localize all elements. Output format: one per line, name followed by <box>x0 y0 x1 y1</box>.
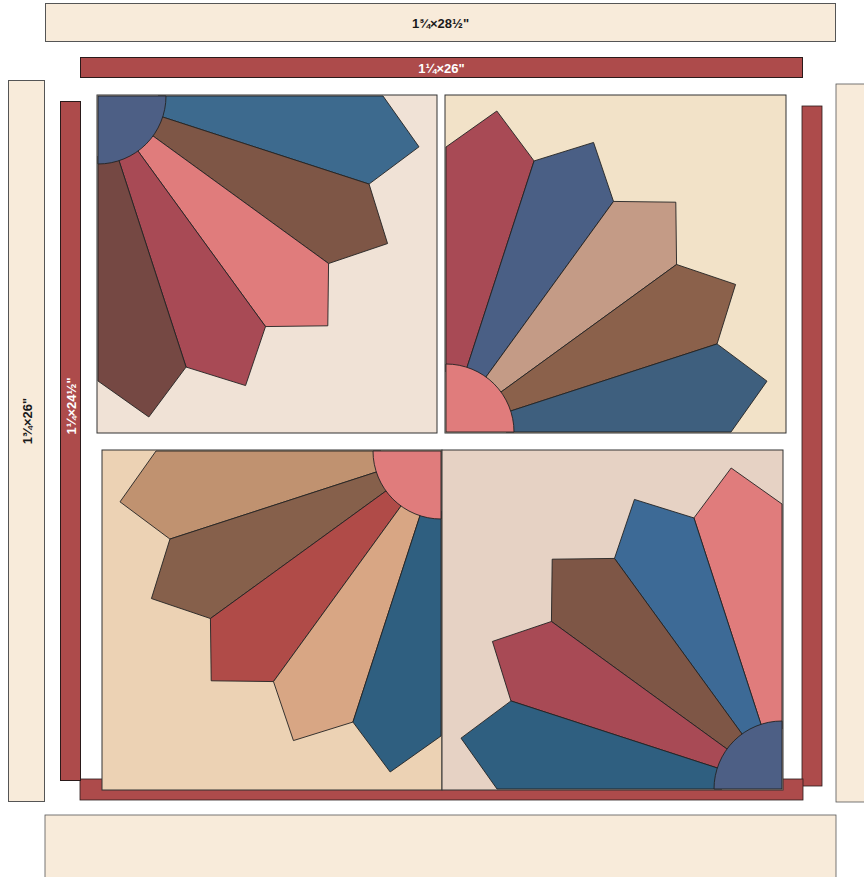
fan <box>120 451 441 772</box>
fan-blade <box>503 344 767 432</box>
quilt-block <box>97 95 437 433</box>
fan-blade <box>461 701 725 789</box>
fan-center <box>373 451 441 519</box>
fan <box>98 96 419 417</box>
inner-border-strip: 1¼×26" <box>80 57 803 78</box>
quilt-block <box>442 450 783 790</box>
quilt-block <box>445 95 786 433</box>
fan-center <box>446 364 514 432</box>
fan <box>461 468 782 789</box>
fan-blade <box>353 508 441 772</box>
inner-border-strip <box>802 106 822 786</box>
fan-center <box>98 96 166 164</box>
dimension-label: 1¼×24½" <box>64 377 77 434</box>
quilt-block <box>102 450 442 790</box>
outer-border-strip <box>836 84 864 802</box>
dimension-label: 1¼×26" <box>418 61 464 74</box>
dimension-label: 1¾×26" <box>20 398 33 444</box>
outer-border-strip <box>45 815 836 877</box>
fan-center <box>714 721 782 789</box>
fan <box>446 111 767 432</box>
inner-border-strip: 1¼×24½" <box>60 101 81 781</box>
outer-border-strip: 1¾×26" <box>8 80 45 802</box>
outer-border-strip: 1¾×28½" <box>45 3 836 42</box>
fan-blade <box>98 153 186 417</box>
dimension-label: 1¾×28½" <box>412 16 469 29</box>
